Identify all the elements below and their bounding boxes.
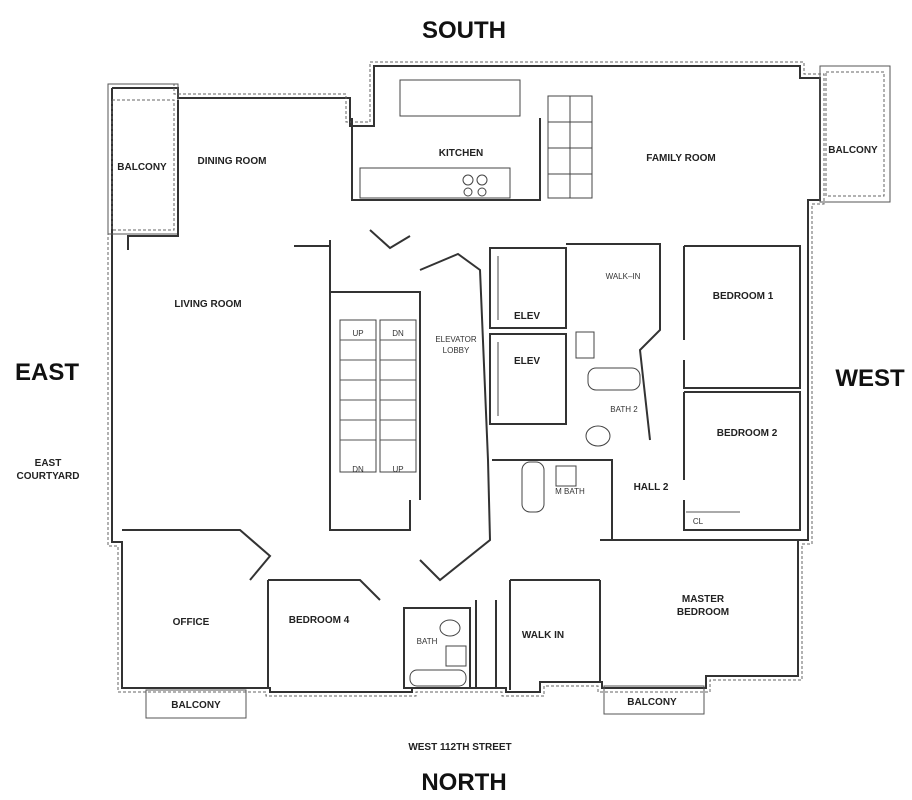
balcony-ne-label: BALCONY xyxy=(627,697,677,708)
compass-north: NORTH xyxy=(421,769,506,796)
elevator-lobby-label-line1: ELEVATOR xyxy=(435,335,477,344)
master-bedroom-label-line2: BEDROOM xyxy=(677,607,729,618)
walk-in-label: WALK IN xyxy=(522,630,564,641)
bedroom-4-label: BEDROOM 4 xyxy=(289,615,350,626)
walk-in-top-label: WALK–IN xyxy=(606,272,641,281)
street-label: WEST 112TH STREET xyxy=(408,742,511,753)
hall-2-label: HALL 2 xyxy=(634,482,669,493)
master-bedroom-label-line1: MASTER xyxy=(682,594,725,605)
dining-room-label: DINING ROOM xyxy=(198,156,267,167)
balcony-nw-outline xyxy=(145,689,247,719)
east-courtyard-label-line1: EAST xyxy=(35,458,62,469)
balcony-se-outline xyxy=(819,65,891,203)
bedroom-2-label: BEDROOM 2 xyxy=(717,428,778,439)
balcony-sw-outline xyxy=(107,83,179,235)
elevator-lobby-label-line2: LOBBY xyxy=(443,346,470,355)
bedroom-1-label: BEDROOM 1 xyxy=(713,291,774,302)
family-room-label: FAMILY ROOM xyxy=(646,153,715,164)
living-room-label: LIVING ROOM xyxy=(174,299,241,310)
stair-up-right: UP xyxy=(392,465,403,474)
stair-dn-right: DN xyxy=(392,329,404,338)
elevator-2-label: ELEV xyxy=(514,356,540,367)
interior-walls xyxy=(122,79,808,690)
kitchen-label: KITCHEN xyxy=(439,148,483,159)
stair-dn-left: DN xyxy=(352,465,364,474)
stair-treads xyxy=(339,319,417,473)
closet-label: CL xyxy=(693,517,704,526)
compass-south: SOUTH xyxy=(422,17,506,44)
m-bath-label: M BATH xyxy=(555,487,585,496)
compass-east: EAST xyxy=(15,359,79,386)
balcony-se-label: BALCONY xyxy=(828,145,878,156)
elevator-1-label: ELEV xyxy=(514,311,540,322)
bath-2-label: BATH 2 xyxy=(610,405,638,414)
compass-west: WEST xyxy=(835,365,905,392)
stair-up-left: UP xyxy=(352,329,363,338)
balcony-ne-outline xyxy=(603,685,705,715)
exterior-walls xyxy=(107,61,825,697)
balcony-sw-label: BALCONY xyxy=(117,162,167,173)
small-bath-label: BATH xyxy=(417,637,438,646)
east-courtyard-label-line2: COURTYARD xyxy=(17,471,80,482)
balcony-nw-label: BALCONY xyxy=(171,700,221,711)
office-label: OFFICE xyxy=(173,617,210,628)
